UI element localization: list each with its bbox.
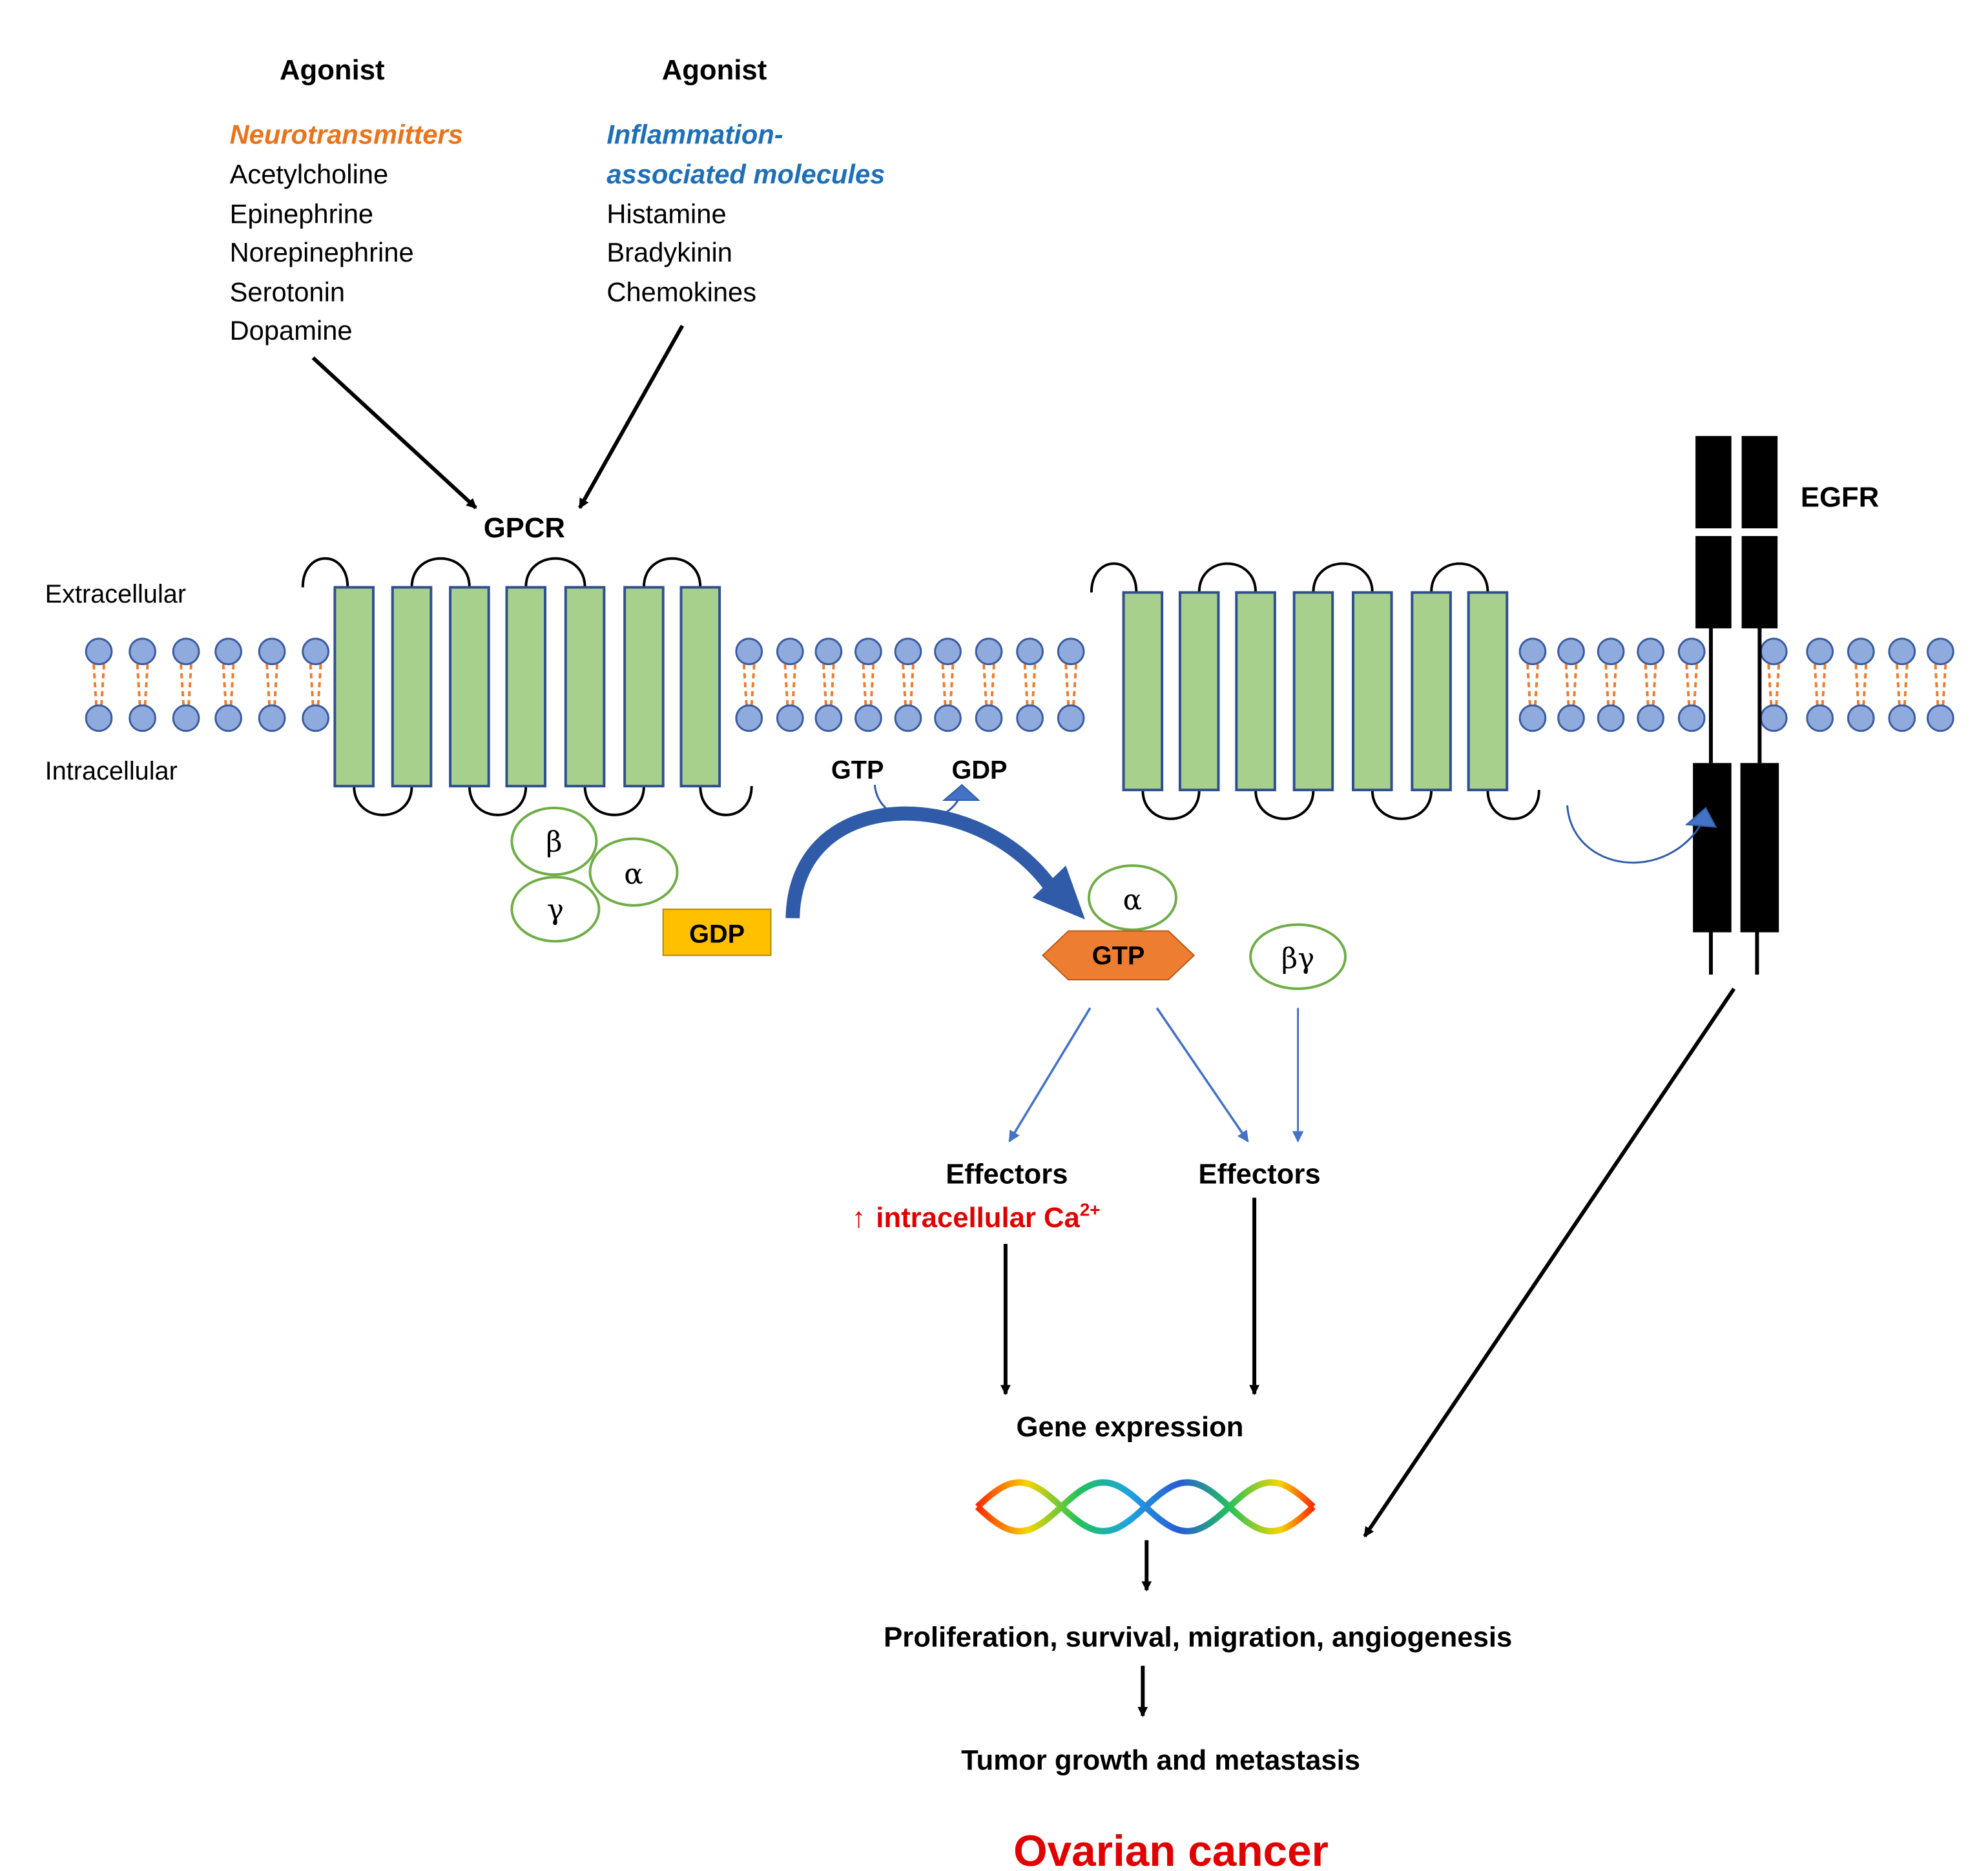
lipid-molecule: [1518, 637, 1547, 732]
transmembrane-helix: [1292, 591, 1334, 792]
agonist-item: Norepinephrine: [230, 237, 414, 267]
lipid-molecule: [1847, 637, 1875, 732]
lipid-molecule: [1677, 637, 1706, 732]
lipid-molecule: [258, 637, 286, 732]
lipid-molecule: [302, 637, 329, 732]
egfr-label: EGFR: [1801, 481, 1879, 513]
transmembrane-helix: [333, 586, 375, 788]
agonist-item: Acetylcholine: [230, 159, 389, 189]
transmembrane-helix: [1351, 591, 1393, 792]
lipid-molecule: [85, 637, 113, 732]
transmembrane-helix: [1178, 591, 1220, 792]
lipid-molecule: [854, 637, 882, 732]
lipid-molecule: [975, 637, 1003, 732]
agonist-arrow-right: [578, 324, 685, 510]
alpha-subunit-label: α: [624, 858, 643, 891]
beta-subunit-label: β: [546, 825, 562, 858]
transmembrane-helix: [1122, 591, 1164, 792]
gtp-gdp-exchange-arrowhead: [942, 783, 980, 801]
extracellular-label: Extracellular: [45, 580, 186, 608]
gtp-hexagon-label: GTP: [1092, 942, 1145, 970]
lipid-molecule: [814, 637, 843, 732]
lipid-molecule: [1806, 637, 1834, 732]
egfr-receptor: [1693, 436, 1779, 975]
gtp-hexagon: [1042, 930, 1196, 980]
agonist-category-right-line1: Inflammation-: [606, 119, 783, 149]
alpha-to-effectors-left-arrow: [1008, 1007, 1092, 1142]
calcium-increase-label: ↑ intracellular Ca2+: [852, 1199, 1101, 1234]
agonist-item: Bradykinin: [606, 237, 732, 267]
agonist-title-right: Agonist: [662, 54, 767, 86]
gdp-small-label: GDP: [951, 756, 1007, 784]
gtp-small-label: GTP: [831, 756, 884, 784]
lipid-molecule: [1016, 637, 1044, 732]
calcium-superscript: 2+: [1080, 1199, 1101, 1219]
lipid-molecule: [1637, 637, 1664, 732]
transmembrane-helix: [505, 586, 547, 788]
effectors-left-label: Effectors: [946, 1159, 1068, 1190]
transmembrane-helix: [1411, 591, 1452, 792]
activation-arrowhead: [1032, 865, 1085, 920]
lipid-molecule: [1888, 637, 1916, 732]
agonist-item: Dopamine: [230, 315, 353, 346]
lipid-molecule: [1557, 637, 1585, 732]
transmembrane-helix: [449, 586, 490, 788]
gtp-gdp-exchange-arrow: [873, 785, 960, 821]
transmembrane-helix: [564, 586, 606, 788]
lipid-molecule: [735, 637, 763, 732]
lipid-molecule: [214, 637, 242, 732]
outcomes-label: Proliferation, survival, migration, angi…: [884, 1622, 1512, 1653]
transmembrane-helix: [391, 586, 433, 788]
transmembrane-helix: [1235, 591, 1276, 792]
egfr-transactivation-arrow: [1566, 805, 1704, 864]
lipid-molecule: [1759, 637, 1788, 732]
dna-helix-icon: [975, 1479, 1316, 1535]
agonist-item: Histamine: [606, 198, 726, 229]
lipid-molecule: [1057, 637, 1085, 732]
alpha-to-effectors-right-arrow: [1155, 1007, 1249, 1142]
gene-expression-label: Gene expression: [1016, 1411, 1243, 1443]
egfr-to-outcome-arrow: [1363, 987, 1736, 1538]
lipid-molecule: [1927, 637, 1954, 732]
agonist-category-right-line2: associated molecules: [606, 159, 885, 189]
agonist-category-left: Neurotransmitters: [230, 119, 463, 149]
lipid-molecule: [1597, 637, 1625, 732]
gpcr-receptor: [301, 557, 753, 816]
gpcr-receptor-activated: [1090, 562, 1540, 820]
lipid-molecule: [172, 637, 200, 732]
transmembrane-helix: [623, 586, 665, 788]
agonist-item: Serotonin: [230, 277, 345, 307]
egfr-transactivation-arrowhead: [1684, 807, 1717, 828]
up-arrow-icon: ↑: [852, 1202, 866, 1234]
alpha-active-label: α: [1123, 884, 1143, 916]
agonist-arrow-left: [311, 356, 477, 510]
lipid-bilayer: [85, 637, 1954, 732]
beta-gamma-circle: [1249, 923, 1347, 990]
gdp-box-label: GDP: [689, 920, 745, 948]
alpha-active-circle: [1087, 864, 1177, 931]
lipid-molecule: [776, 637, 804, 732]
gdp-box: [662, 908, 772, 956]
effectors-right-label: Effectors: [1198, 1159, 1320, 1190]
beta-gamma-label: βγ: [1281, 942, 1314, 975]
transmembrane-helix: [679, 586, 721, 788]
agonist-item: Epinephrine: [230, 198, 374, 229]
lipid-molecule: [894, 637, 922, 732]
disease-title: Ovarian cancer: [1013, 1827, 1329, 1871]
transmembrane-helix: [1467, 591, 1509, 792]
gamma-subunit-label: γ: [547, 894, 564, 927]
activation-curved-arrow: [785, 806, 1055, 918]
lipid-molecule: [934, 637, 962, 732]
agonist-item: Chemokines: [606, 277, 756, 307]
g-protein-heterotrimer: [510, 806, 679, 943]
gpcr-label: GPCR: [484, 512, 565, 544]
lipid-molecule: [129, 637, 156, 732]
intracellular-label: Intracellular: [45, 757, 178, 785]
agonist-title-left: Agonist: [280, 54, 385, 86]
calcium-text: intracellular Ca: [876, 1202, 1080, 1234]
tumor-label: Tumor growth and metastasis: [961, 1744, 1360, 1776]
